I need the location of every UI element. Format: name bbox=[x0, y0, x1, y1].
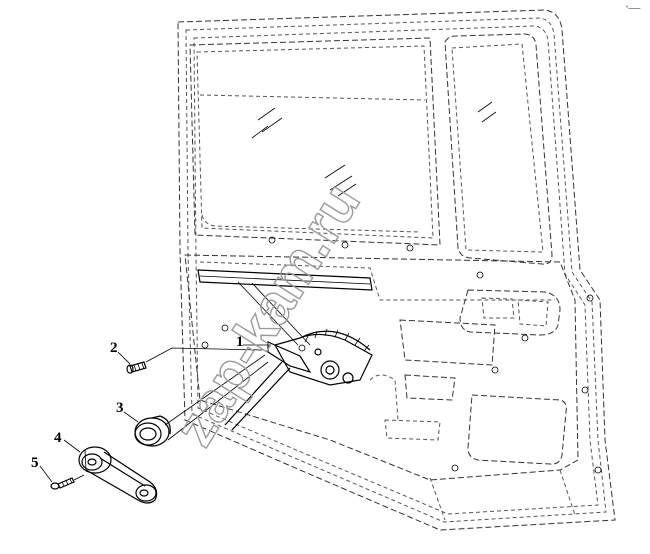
window-regulator-mechanism bbox=[224, 328, 373, 431]
callout-3: 3 bbox=[116, 400, 124, 416]
leader-lines bbox=[39, 344, 270, 483]
callout-1: 1 bbox=[236, 334, 244, 350]
corner-mark: °—— bbox=[626, 6, 640, 12]
window-crank-handle bbox=[78, 446, 158, 504]
handle-escutcheon bbox=[134, 354, 269, 447]
screw bbox=[50, 474, 85, 490]
door-outline bbox=[177, 9, 616, 531]
callout-5: 5 bbox=[31, 455, 39, 471]
bolt bbox=[126, 347, 263, 374]
window-guide-rail bbox=[197, 269, 373, 346]
watermark: zap-kam.ru bbox=[162, 172, 372, 456]
callout-4: 4 bbox=[54, 430, 62, 446]
callout-2: 2 bbox=[110, 340, 118, 356]
